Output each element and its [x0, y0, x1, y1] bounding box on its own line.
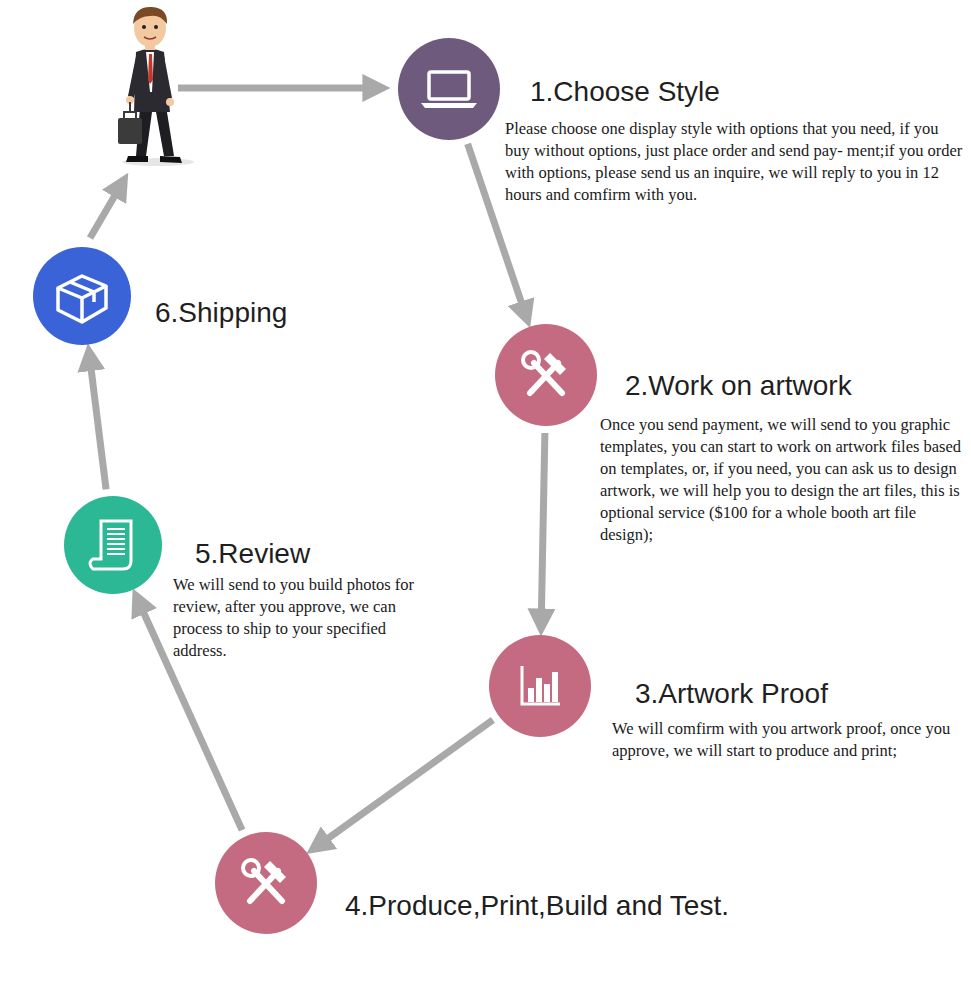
- circle-shape: [63, 495, 163, 595]
- step-heading: 4.Produce,Print,Build and Test.: [345, 890, 729, 922]
- circle-shape: [397, 37, 501, 141]
- man-figure: [118, 7, 194, 166]
- flow-arrow: [313, 720, 493, 849]
- flow-arrow: [178, 85, 382, 92]
- step-description: We will comfirm with you artwork proof, …: [612, 718, 957, 762]
- step-circle: 6.Shipping: [32, 246, 132, 346]
- flow-arrow: [90, 180, 124, 238]
- circle-shape: [214, 831, 318, 935]
- flow-arrow: [541, 433, 545, 628]
- circle-shape: [488, 634, 592, 738]
- step-circle: 1.Choose StylePlease choose one display …: [397, 37, 501, 141]
- step-circle: 5.ReviewWe will send to you build photos…: [63, 495, 163, 595]
- step-heading: 1.Choose Style: [530, 76, 720, 108]
- step-description: Please choose one display style with opt…: [505, 118, 963, 206]
- step-icon: [522, 666, 560, 704]
- step-icon: [421, 72, 477, 108]
- flow-arrow: [89, 352, 106, 490]
- step-description: We will send to you build photos for rev…: [173, 574, 441, 662]
- step-description: Once you send payment, we will send to y…: [600, 414, 962, 546]
- step-circle: 2.Work on artworkOnce you send payment, …: [494, 323, 598, 427]
- step-heading: 5.Review: [195, 538, 310, 570]
- step-icon: [58, 276, 106, 322]
- circle-shape: [32, 246, 132, 346]
- step-heading: 3.Artwork Proof: [635, 678, 828, 710]
- step-circle: 3.Artwork ProofWe will comfirm with you …: [488, 634, 592, 738]
- step-circle: 4.Produce,Print,Build and Test.: [214, 831, 318, 935]
- circle-shape: [494, 323, 598, 427]
- step-heading: 2.Work on artwork: [625, 370, 852, 402]
- step-icon: [243, 860, 286, 901]
- step-heading: 6.Shipping: [155, 297, 287, 329]
- step-icon: [523, 352, 566, 393]
- step-icon: [90, 521, 131, 569]
